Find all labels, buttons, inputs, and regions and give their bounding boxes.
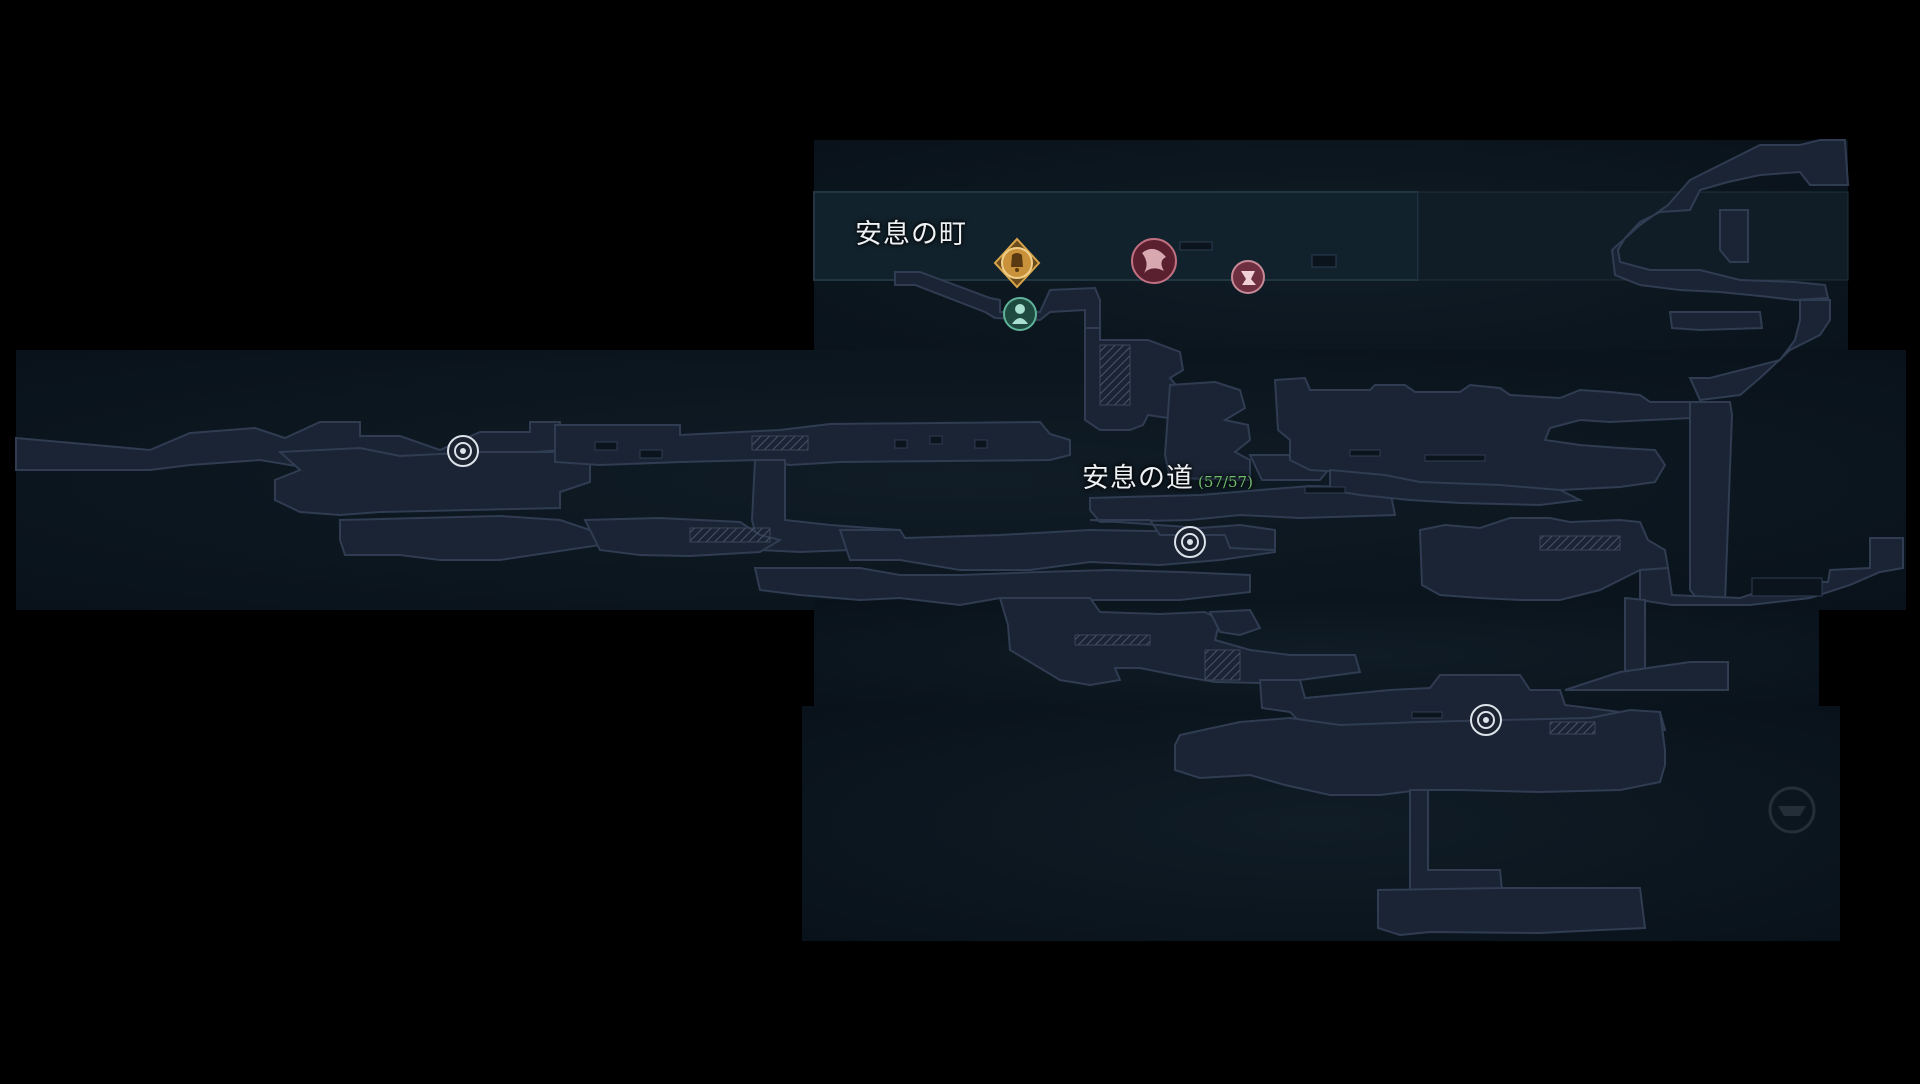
hatch-7 bbox=[1549, 721, 1596, 735]
corridor-east-shelf bbox=[1564, 661, 1729, 691]
detail-5 bbox=[894, 439, 908, 449]
area-label-road: 安息の道(57/57) bbox=[1082, 456, 1253, 495]
save-point-icon[interactable] bbox=[1470, 704, 1502, 736]
corridor-west-lower bbox=[339, 514, 602, 561]
area-progress-counter: (57/57) bbox=[1198, 473, 1253, 491]
hatch-5 bbox=[1204, 649, 1241, 681]
detail-9 bbox=[1424, 454, 1486, 462]
corridor-northeast bbox=[1688, 299, 1831, 402]
corridor-northeast-upper bbox=[1610, 139, 1850, 302]
corridor-east-mid-link bbox=[1639, 537, 1904, 606]
hatch-6 bbox=[1539, 535, 1621, 551]
enemy-emblem-icon[interactable] bbox=[1231, 260, 1265, 294]
npc-icon[interactable] bbox=[1003, 297, 1037, 331]
hatch-3 bbox=[1099, 344, 1131, 406]
area-label-road-name: 安息の道 bbox=[1082, 463, 1194, 494]
hatch-2 bbox=[689, 527, 771, 543]
corridor-center-ledges bbox=[1208, 608, 1262, 637]
detail-8 bbox=[1349, 449, 1381, 457]
detail-3 bbox=[594, 441, 618, 451]
corridor-south-chamber bbox=[1174, 708, 1666, 796]
map-corridors bbox=[15, 139, 1904, 937]
detail-4 bbox=[639, 449, 663, 459]
hatched-areas bbox=[689, 344, 1621, 735]
corridor-center-band-1 bbox=[838, 528, 1276, 571]
compass-watermark-icon bbox=[1768, 786, 1816, 834]
corridor-road-rooms bbox=[1163, 380, 1252, 482]
corridor-west-center bbox=[554, 420, 1071, 467]
corridor-bottom-room bbox=[1377, 887, 1647, 937]
corridor-center-band-2 bbox=[753, 567, 1251, 607]
area-label-town: 安息の町 bbox=[855, 219, 967, 250]
corridor-east-column bbox=[1689, 401, 1734, 603]
boss-emblem-icon[interactable] bbox=[1131, 238, 1177, 284]
detail-6 bbox=[929, 435, 943, 445]
detail-1 bbox=[1179, 241, 1213, 251]
map-markers bbox=[447, 237, 1502, 736]
detail-7 bbox=[974, 439, 988, 449]
save-point-icon[interactable] bbox=[447, 435, 479, 467]
save-point-icon[interactable] bbox=[1174, 526, 1206, 558]
detail-2 bbox=[1311, 254, 1337, 268]
detail-12 bbox=[1751, 577, 1823, 597]
corridor-northeast-stub bbox=[1719, 209, 1749, 263]
corridor-east-lower bbox=[1329, 468, 1584, 507]
hatch-4 bbox=[1074, 634, 1151, 646]
corridor-road-strip bbox=[1089, 484, 1397, 524]
bell-shrine-icon[interactable] bbox=[993, 237, 1041, 289]
wall-details bbox=[594, 241, 1823, 719]
detail-11 bbox=[1411, 711, 1443, 719]
corridor-northeast-hook bbox=[1668, 311, 1764, 332]
hatch-1 bbox=[751, 435, 809, 451]
detail-10 bbox=[1304, 486, 1346, 494]
corridor-west-chamber bbox=[274, 446, 591, 517]
